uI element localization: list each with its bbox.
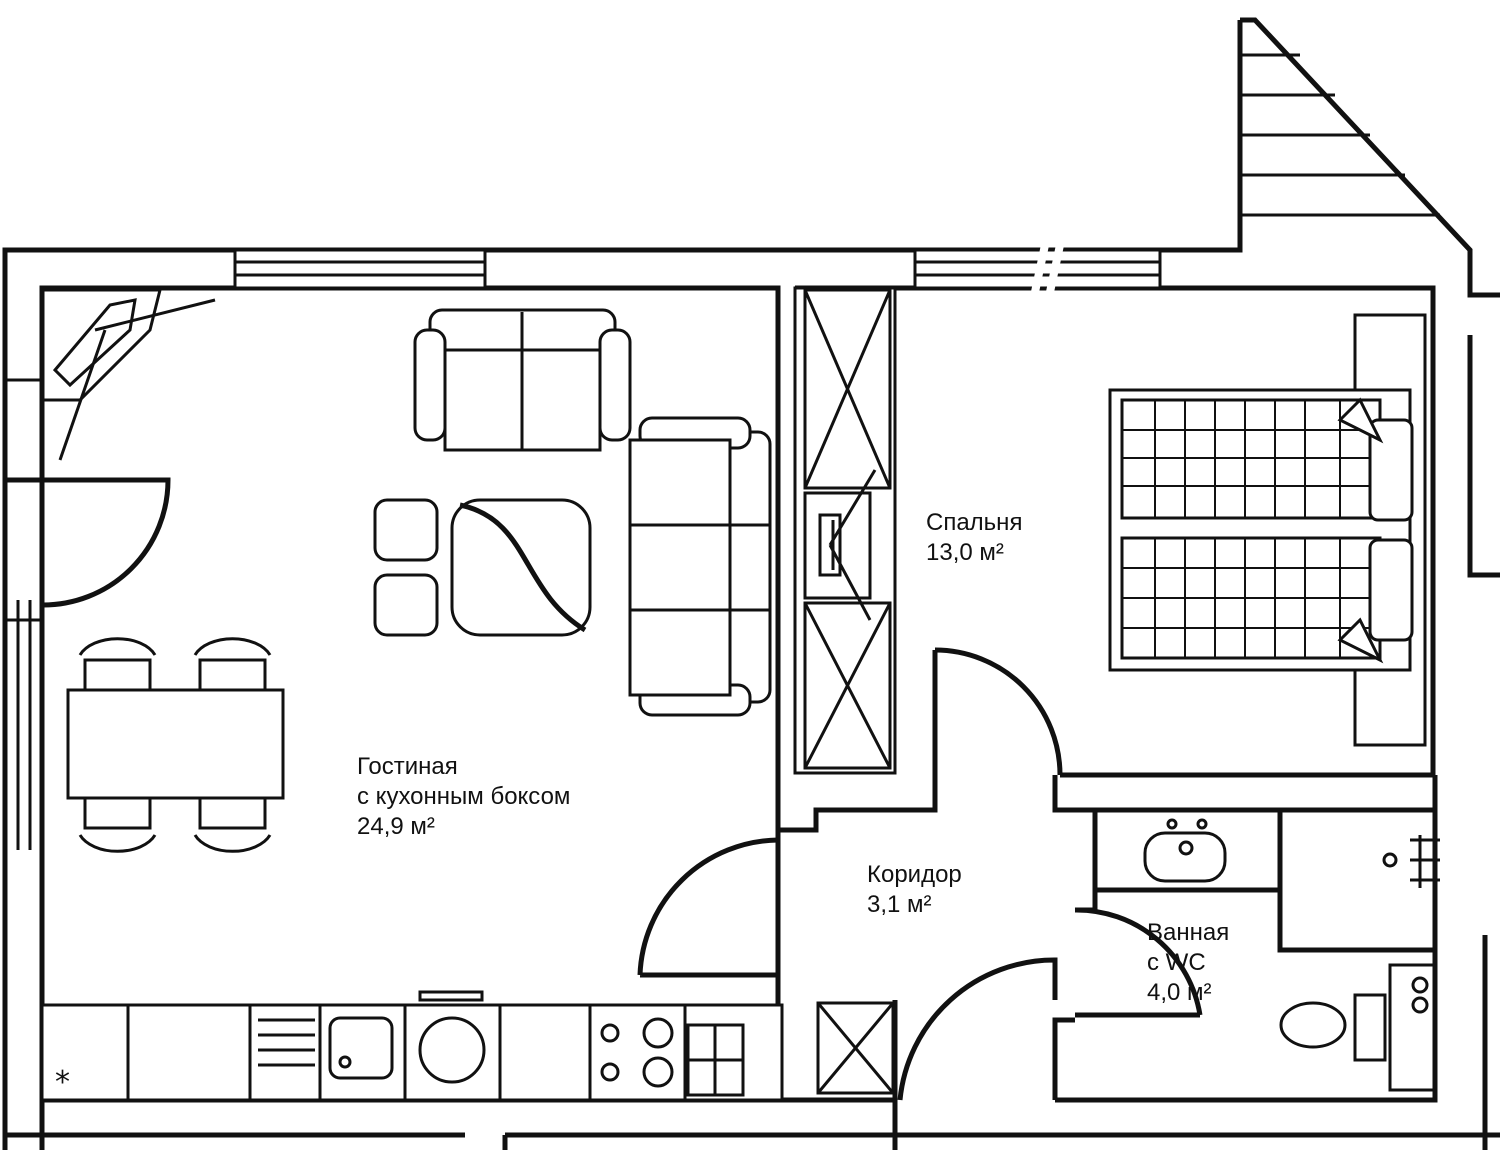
door-bathroom bbox=[1074, 907, 1203, 1018]
bathroom-area: 4,0 м² bbox=[1147, 979, 1212, 1006]
corridor-area: 3,1 м² bbox=[867, 891, 932, 918]
label-living: Гостиная с кухонным боксом 24,9 м² bbox=[357, 752, 570, 842]
toilet bbox=[1279, 963, 1437, 1092]
double-bed bbox=[1108, 313, 1427, 747]
label-corridor: Коридор 3,1 м² bbox=[867, 860, 962, 920]
svg-text:*: * bbox=[55, 1065, 70, 1100]
label-bedroom: Спальня 13,0 м² bbox=[926, 508, 1022, 568]
bedroom-name: Спальня bbox=[926, 509, 1023, 536]
wardrobe bbox=[793, 286, 897, 775]
sofa-right bbox=[628, 416, 772, 717]
label-bathroom: Ванная с WC 4,0 м² bbox=[1147, 918, 1229, 1008]
living-subtitle: с кухонным боксом bbox=[357, 783, 571, 810]
window-living bbox=[233, 248, 487, 290]
armchair-corner bbox=[40, 288, 216, 461]
window-left bbox=[5, 378, 42, 850]
door-living bbox=[637, 837, 779, 978]
staircase bbox=[1240, 53, 1440, 217]
door-entrance bbox=[897, 957, 1058, 1101]
living-area: 24,9 м² bbox=[357, 813, 435, 840]
door-balcony bbox=[5, 477, 171, 608]
door-bedroom bbox=[934, 647, 1063, 776]
shower bbox=[1382, 835, 1440, 888]
bathroom-subtitle: с WC bbox=[1147, 949, 1206, 976]
kitchen-counter: * bbox=[40, 990, 784, 1102]
sofa-top bbox=[413, 308, 632, 452]
living-name: Гостиная bbox=[357, 753, 458, 780]
window-bedroom bbox=[913, 244, 1162, 293]
bedroom-area: 13,0 м² bbox=[926, 539, 1004, 566]
dining-table bbox=[66, 637, 285, 853]
corridor-name: Коридор bbox=[867, 861, 962, 888]
entry-cabinet bbox=[816, 1001, 895, 1095]
bathroom-name: Ванная bbox=[1147, 919, 1230, 946]
coffee-table bbox=[373, 498, 592, 637]
washbasin bbox=[1143, 818, 1227, 883]
